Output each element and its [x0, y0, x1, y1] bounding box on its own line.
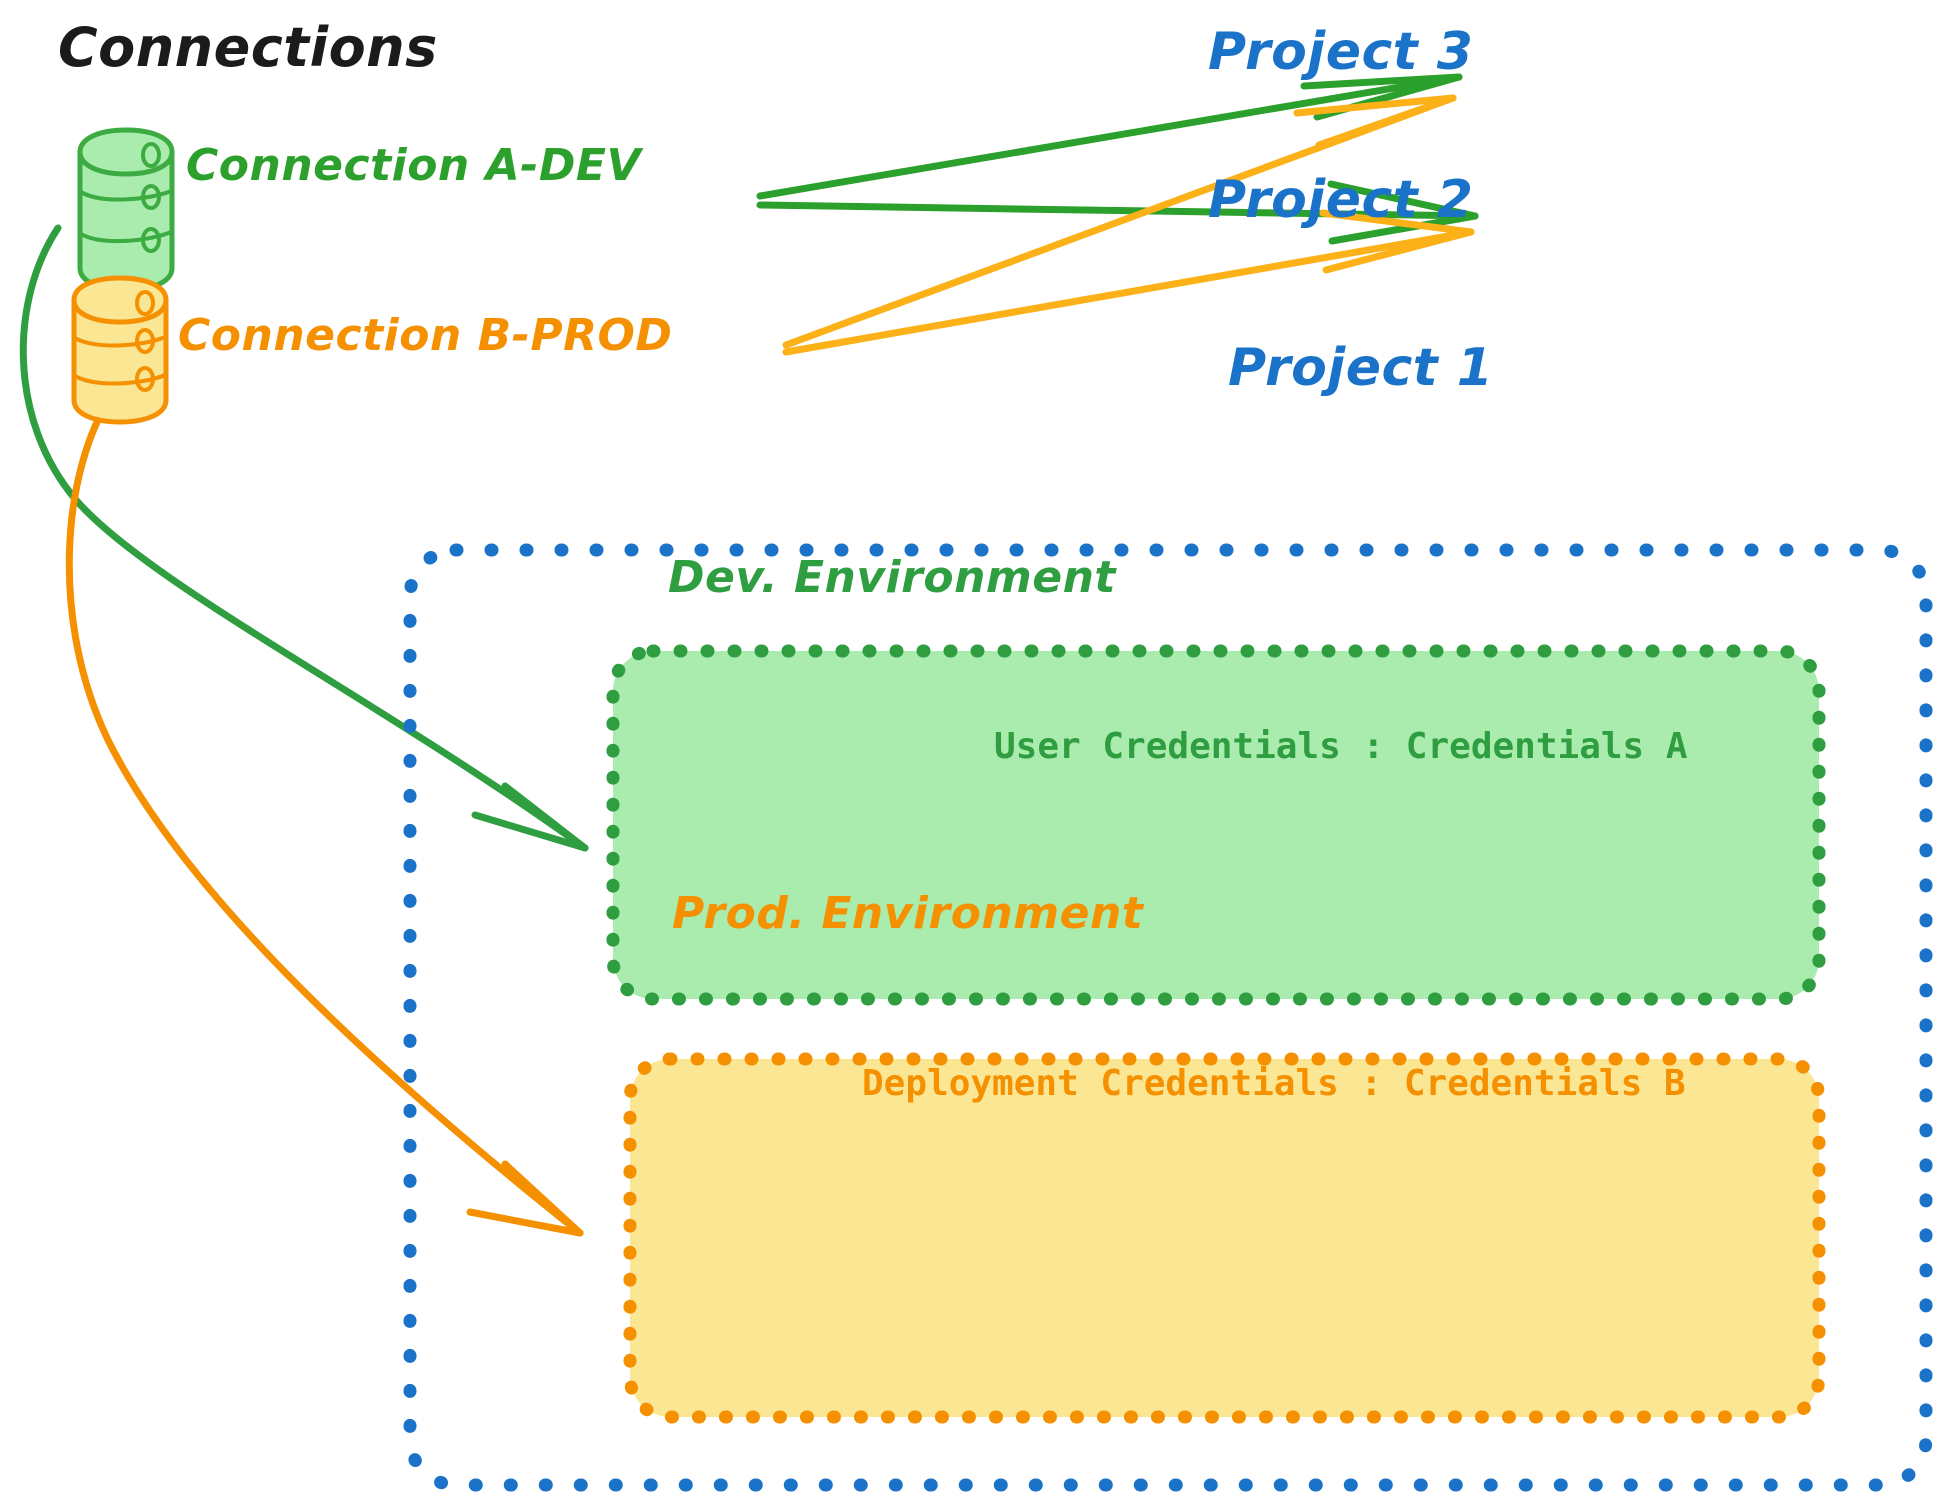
prod-environment-box[interactable]	[630, 1059, 1819, 1417]
project-3-label[interactable]: Project 3	[1208, 22, 1474, 82]
prod-environment-dotted-border	[623, 1052, 1826, 1424]
dev-environment-box[interactable]	[613, 651, 1819, 999]
connection-b-prod-label[interactable]: Connection B-PROD	[178, 310, 673, 361]
prod-environment-title: Prod. Environment	[672, 888, 1144, 939]
edge-a-dev-to-dev-environment	[19, 224, 589, 852]
edge-b-prod-to-prod-environment	[65, 391, 584, 1237]
prod-environment-credentials: Deployment Credentials : Credentials B	[862, 1063, 1686, 1104]
connection-a-dev-label[interactable]: Connection A-DEV	[186, 140, 642, 191]
project-1-label[interactable]: Project 1	[1228, 338, 1494, 398]
project-2-label[interactable]: Project 2	[1208, 170, 1474, 230]
dev-environment-credentials: User Credentials : Credentials A	[994, 726, 1688, 767]
edge-b-prod-to-project-2	[782, 209, 1475, 356]
edge-b-prod-to-project-3	[782, 94, 1457, 349]
page-title: Connections	[58, 16, 438, 79]
dev-environment-title: Dev. Environment	[668, 552, 1116, 603]
dev-environment-dotted-border	[606, 644, 1826, 1006]
database-icon-b-prod[interactable]	[71, 275, 169, 425]
